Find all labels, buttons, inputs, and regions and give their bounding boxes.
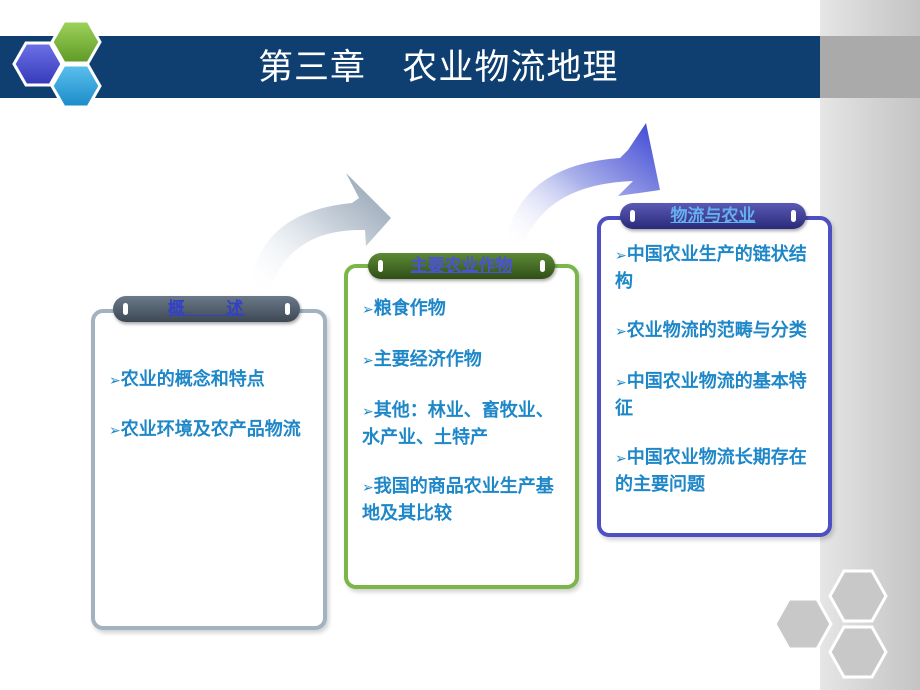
hexagon-green-icon xyxy=(50,19,102,65)
overview-heading-pill[interactable]: 概 述 xyxy=(113,296,300,322)
crops-item-list: ➢粮食作物 ➢主要经济作物 ➢其他：林业、畜牧业、水产业、土特产 ➢我国的商品农… xyxy=(362,296,562,550)
crops-panel xyxy=(344,264,579,589)
bullet-arrow-icon: ➢ xyxy=(615,248,627,264)
gray-hexagon-decoration xyxy=(773,569,888,679)
list-item: ➢中国农业生产的链状结构 xyxy=(615,244,807,292)
list-item: ➢农业物流的范畴与分类 xyxy=(615,320,807,341)
hexagon-cluster-logo xyxy=(12,19,102,109)
hexagon-blue-icon xyxy=(12,41,64,87)
bullet-arrow-icon: ➢ xyxy=(362,480,374,496)
bullet-arrow-icon: ➢ xyxy=(362,302,374,318)
list-item: ➢其他：林业、畜牧业、水产业、土特产 xyxy=(362,400,554,448)
bullet-arrow-icon: ➢ xyxy=(362,353,374,369)
logistics-heading-link[interactable]: 物流与农业 xyxy=(670,206,756,226)
logistics-heading-pill[interactable]: 物流与农业 xyxy=(620,203,806,229)
list-item: ➢粮食作物 xyxy=(362,298,446,319)
list-item: ➢农业的概念和特点 xyxy=(109,369,265,390)
curved-arrow-icon xyxy=(250,173,391,290)
list-item: ➢中国农业物流的基本特征 xyxy=(615,371,807,419)
logistics-panel xyxy=(597,216,832,537)
overview-heading-link[interactable]: 概 述 xyxy=(167,299,246,319)
overview-item-list: ➢农业的概念和特点 ➢农业环境及农产品物流 xyxy=(109,367,309,467)
bullet-arrow-icon: ➢ xyxy=(362,404,374,420)
list-item: ➢中国农业物流长期存在的主要问题 xyxy=(615,447,807,495)
curved-arrow-icon xyxy=(505,123,660,243)
bullet-arrow-icon: ➢ xyxy=(109,423,121,439)
bullet-arrow-icon: ➢ xyxy=(615,324,627,340)
crops-heading-pill[interactable]: 主要农业作物 xyxy=(368,253,555,279)
title-bar-gray-extension xyxy=(820,36,920,98)
bullet-arrow-icon: ➢ xyxy=(109,373,121,389)
list-item: ➢主要经济作物 xyxy=(362,349,482,370)
list-item: ➢农业环境及农产品物流 xyxy=(109,419,301,440)
overview-panel xyxy=(91,309,327,630)
list-item: ➢我国的商品农业生产基地及其比较 xyxy=(362,476,554,524)
crops-heading-link[interactable]: 主要农业作物 xyxy=(410,256,513,276)
title-bar xyxy=(0,36,820,98)
logistics-item-list: ➢中国农业生产的链状结构 ➢农业物流的范畴与分类 ➢中国农业物流的基本特征 ➢中… xyxy=(615,242,815,521)
bullet-arrow-icon: ➢ xyxy=(615,375,627,391)
hexagon-cyan-icon xyxy=(50,63,102,109)
bullet-arrow-icon: ➢ xyxy=(615,451,627,467)
slide-title: 第三章 农业物流地理 xyxy=(258,48,619,88)
